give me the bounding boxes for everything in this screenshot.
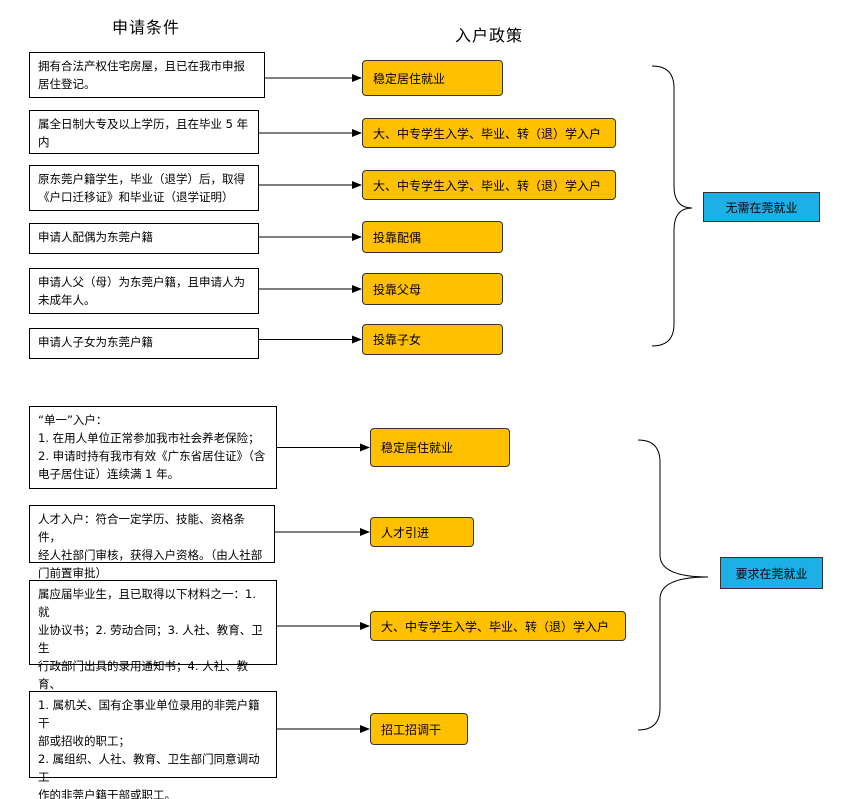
condition-text: 2. 属组织、人社、教育、卫生部门同意调动工 [38, 752, 260, 784]
condition-text: 《户口迁移证》和毕业证（退学证明） [38, 190, 234, 204]
condition-box: 拥有合法产权住宅房屋，且已在我市申报居住登记。 [29, 52, 265, 98]
condition-box: “单一”入户： 1. 在用人单位正常参加我市社会养老保险； 2. 申请时持有我市有效… [29, 406, 277, 489]
condition-box: 原东莞户籍学生，毕业（退学）后，取得《户口迁移证》和毕业证（退学证明） [29, 165, 259, 211]
condition-text: 作的非莞户籍干部或职工。 [38, 788, 176, 799]
group-brace [651, 65, 693, 347]
condition-text: 属应届毕业生，且已取得以下材料之一：1. 就 [38, 587, 256, 619]
condition-text: 申请人子女为东莞户籍 [38, 335, 153, 349]
policy-box: 人才引进 [370, 517, 474, 547]
result-box: 无需在莞就业 [703, 192, 820, 222]
condition-text: 电子居住证）连续满 1 年。 [38, 467, 180, 481]
condition-text: 未成年人。 [38, 293, 96, 307]
policy-box: 投靠子女 [362, 324, 503, 355]
policy-box: 大、中专学生入学、毕业、转（退）学入户 [370, 611, 626, 641]
condition-text: 1. 属机关、国有企事业单位录用的非莞户籍干 [38, 698, 260, 730]
condition-box: 属应届毕业生，且已取得以下材料之一：1. 就业协议书；2. 劳动合同；3. 人社… [29, 580, 277, 709]
condition-box: 1. 属机关、国有企事业单位录用的非莞户籍干部或招收的职工； 2. 属组织、人社、… [29, 691, 277, 799]
condition-text: 申请人父（母）为东莞户籍，且申请人为 [38, 275, 245, 289]
policy-header: 入户政策 [455, 26, 524, 45]
policy-box: 稳定居住就业 [362, 60, 503, 96]
policy-box: 稳定居住就业 [370, 428, 510, 467]
condition-box: 申请人配偶为东莞户籍 [29, 223, 259, 254]
policy-box: 大、中专学生入学、毕业、转（退）学入户 [362, 170, 616, 200]
condition-text: “单一”入户： [38, 413, 108, 427]
group-brace [637, 439, 709, 731]
condition-text: 2. 申请时持有我市有效《广东省居住证》（含 [38, 449, 266, 463]
condition-text: 人才入户：符合一定学历、技能、资格条件， [38, 512, 245, 544]
condition-text: 业协议书；2. 劳动合同；3. 人社、教育、卫生 [38, 623, 263, 655]
condition-text: 居住登记。 [38, 77, 96, 91]
condition-text: 属全日制大专及以上学历，且在毕业 5 年 [38, 117, 249, 131]
condition-box: 申请人父（母）为东莞户籍，且申请人为未成年人。 [29, 268, 259, 314]
condition-text: 原东莞户籍学生，毕业（退学）后，取得 [38, 172, 245, 186]
condition-text: 1. 在用人单位正常参加我市社会养老保险； [38, 431, 260, 445]
condition-box: 属全日制大专及以上学历，且在毕业 5 年内 [29, 110, 259, 154]
condition-text: 门前置审批） [38, 566, 107, 580]
condition-text: 部或招收的职工； [38, 734, 130, 748]
policy-box: 投靠配偶 [362, 221, 503, 253]
condition-box: 申请人子女为东莞户籍 [29, 328, 259, 359]
policy-box: 投靠父母 [362, 273, 503, 305]
condition-text: 拥有合法产权住宅房屋，且已在我市申报 [38, 59, 245, 73]
condition-box: 人才入户：符合一定学历、技能、资格条件， 经人社部门审核，获得入户资格。（由人社部… [29, 505, 275, 580]
conditions-header: 申请条件 [112, 18, 181, 37]
result-box: 要求在莞就业 [720, 557, 823, 589]
condition-text: 经人社部门审核，获得入户资格。（由人社部 [38, 548, 263, 562]
condition-text: 行政部门出具的录用通知书；4. 人社、教育、 [38, 659, 249, 691]
policy-box: 大、中专学生入学、毕业、转（退）学入户 [362, 118, 616, 148]
policy-box: 招工招调干 [370, 713, 468, 745]
condition-text: 申请人配偶为东莞户籍 [38, 230, 153, 244]
condition-text: 内 [38, 135, 50, 149]
